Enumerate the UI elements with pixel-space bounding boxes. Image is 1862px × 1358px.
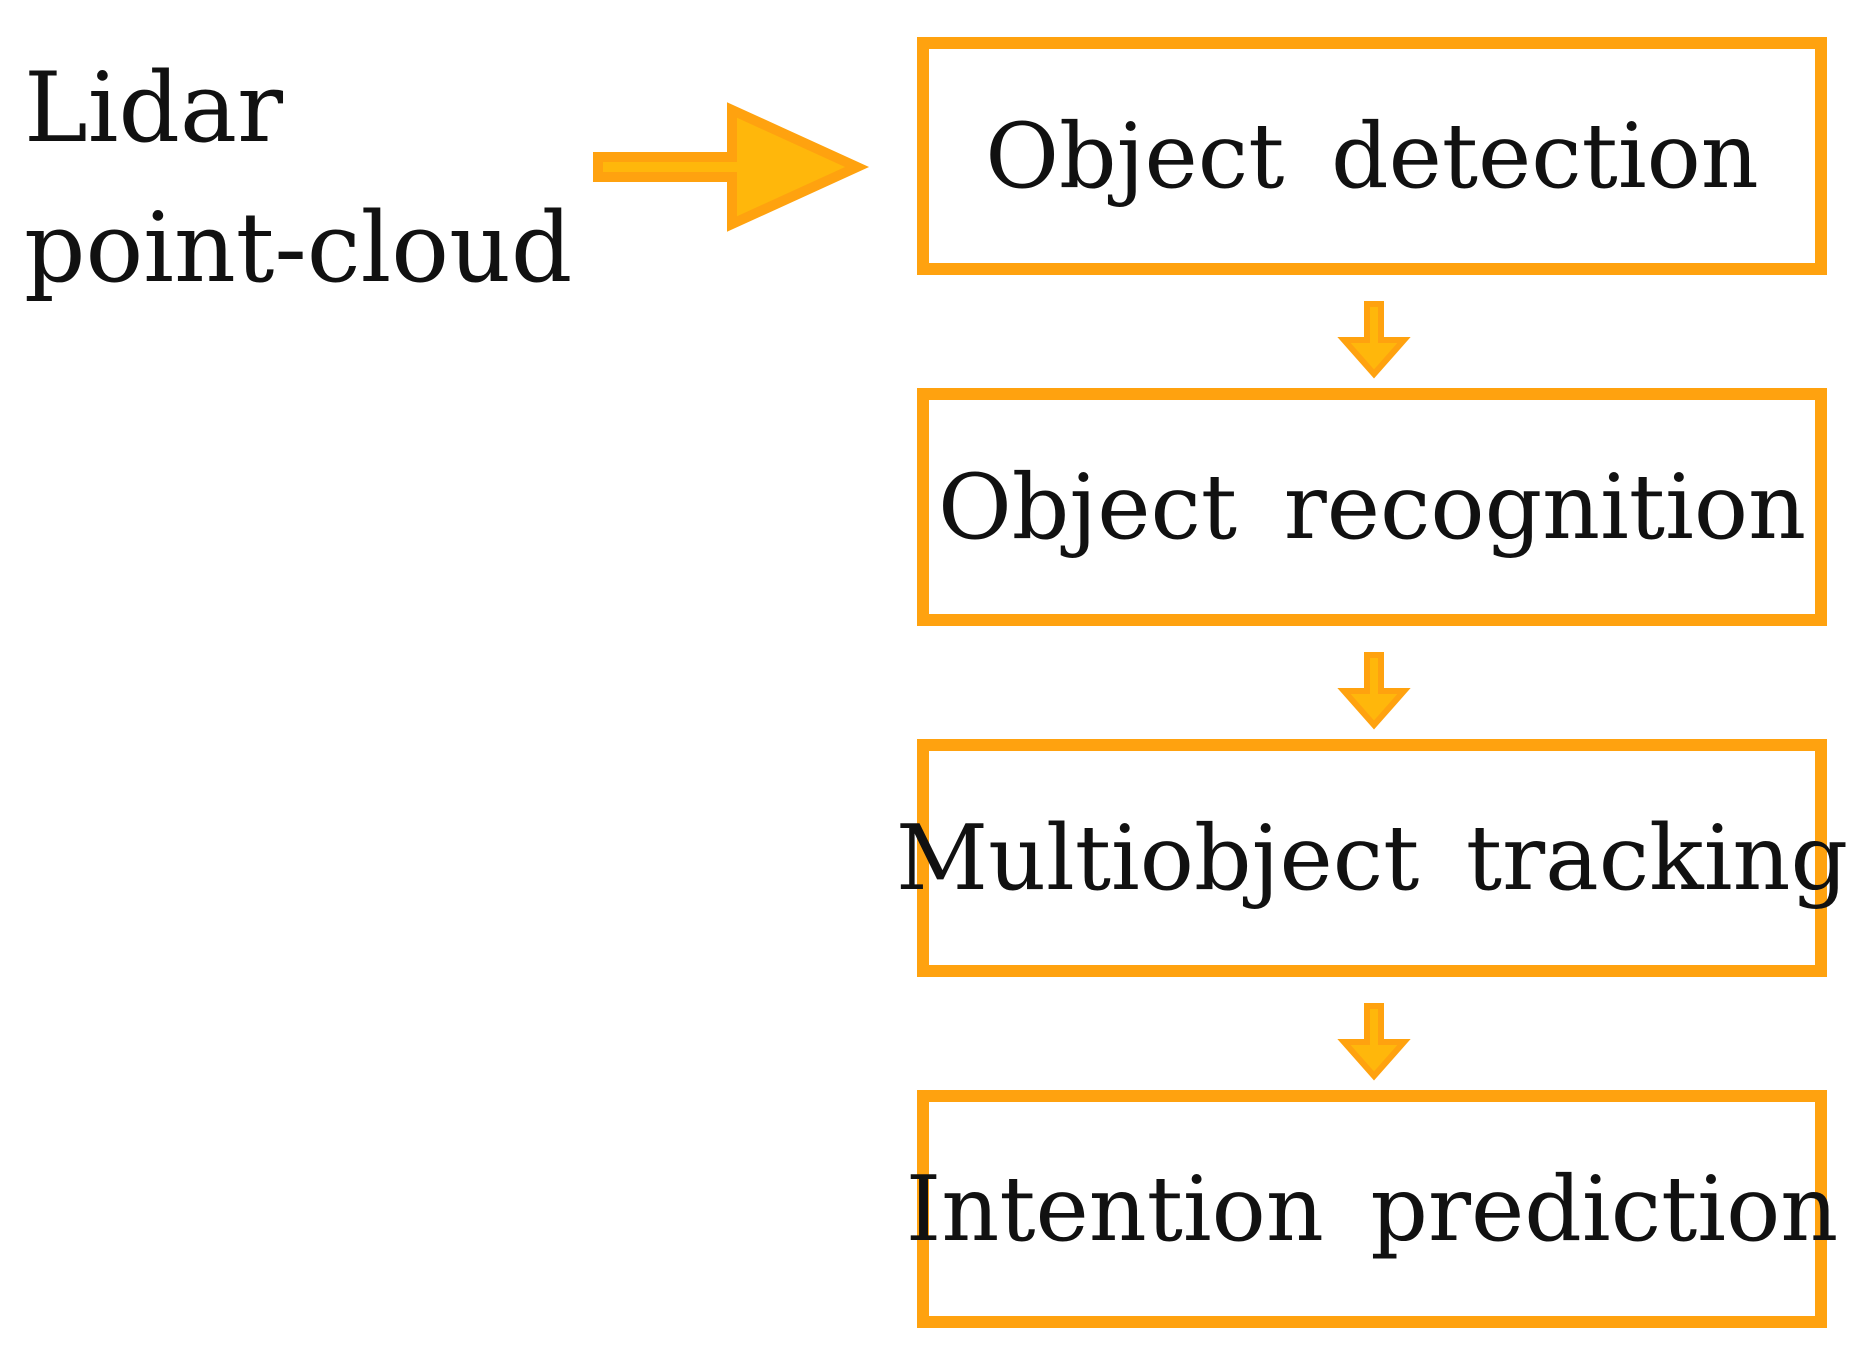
stage-box-intention-prediction: Intention prediction: [906, 1090, 1838, 1328]
stage-box-object-detection: Object detection: [917, 37, 1827, 275]
input-arrow: [593, 102, 870, 232]
stage-label: Object recognition: [937, 454, 1807, 560]
input-label: Lidar point-cloud: [24, 38, 573, 318]
flow-arrow-1: [1337, 301, 1411, 379]
input-label-line-1: Lidar: [24, 52, 284, 164]
input-label-line-2: point-cloud: [24, 192, 573, 304]
flow-arrow-3: [1337, 1003, 1411, 1081]
stage-label: Intention prediction: [905, 1156, 1839, 1262]
flow-arrow-2: [1337, 652, 1411, 730]
stage-box-multiobject-tracking: Multiobject tracking: [896, 739, 1848, 977]
stage-label: Multiobject tracking: [895, 805, 1849, 911]
stage-label: Object detection: [985, 103, 1759, 209]
stage-box-object-recognition: Object recognition: [917, 388, 1827, 626]
